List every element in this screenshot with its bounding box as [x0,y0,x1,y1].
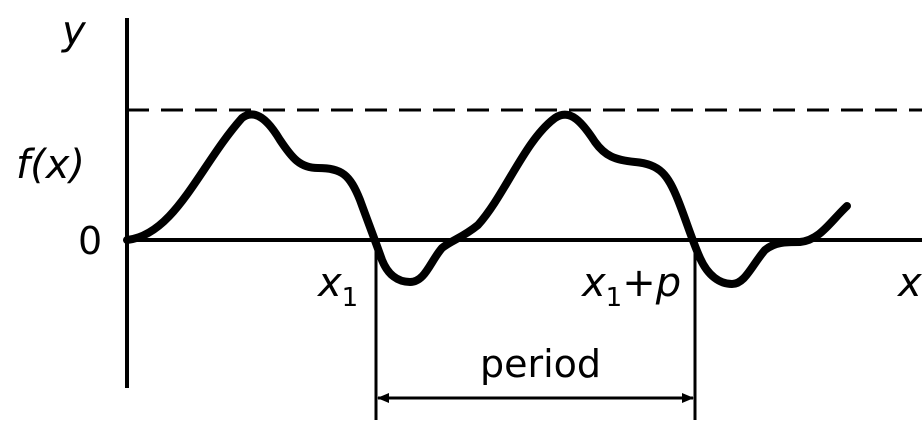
x1-label-subscript: 1 [342,283,359,313]
x1p-label-subscript: 1 [606,283,623,313]
function-label: f(x) [16,142,85,188]
x1-label: x1 [316,260,358,313]
x-axis-label: x [896,260,922,306]
periodic-curve [123,110,851,288]
x1-label-base: x [316,260,342,306]
x1p-label-base: x [580,260,606,306]
x1p-label-suffix: +p [622,260,681,306]
y-axis-label: y [61,8,87,54]
period-label: period [480,342,601,386]
zero-label: 0 [78,219,102,263]
x1-plus-p-label: x1+p [580,260,681,313]
